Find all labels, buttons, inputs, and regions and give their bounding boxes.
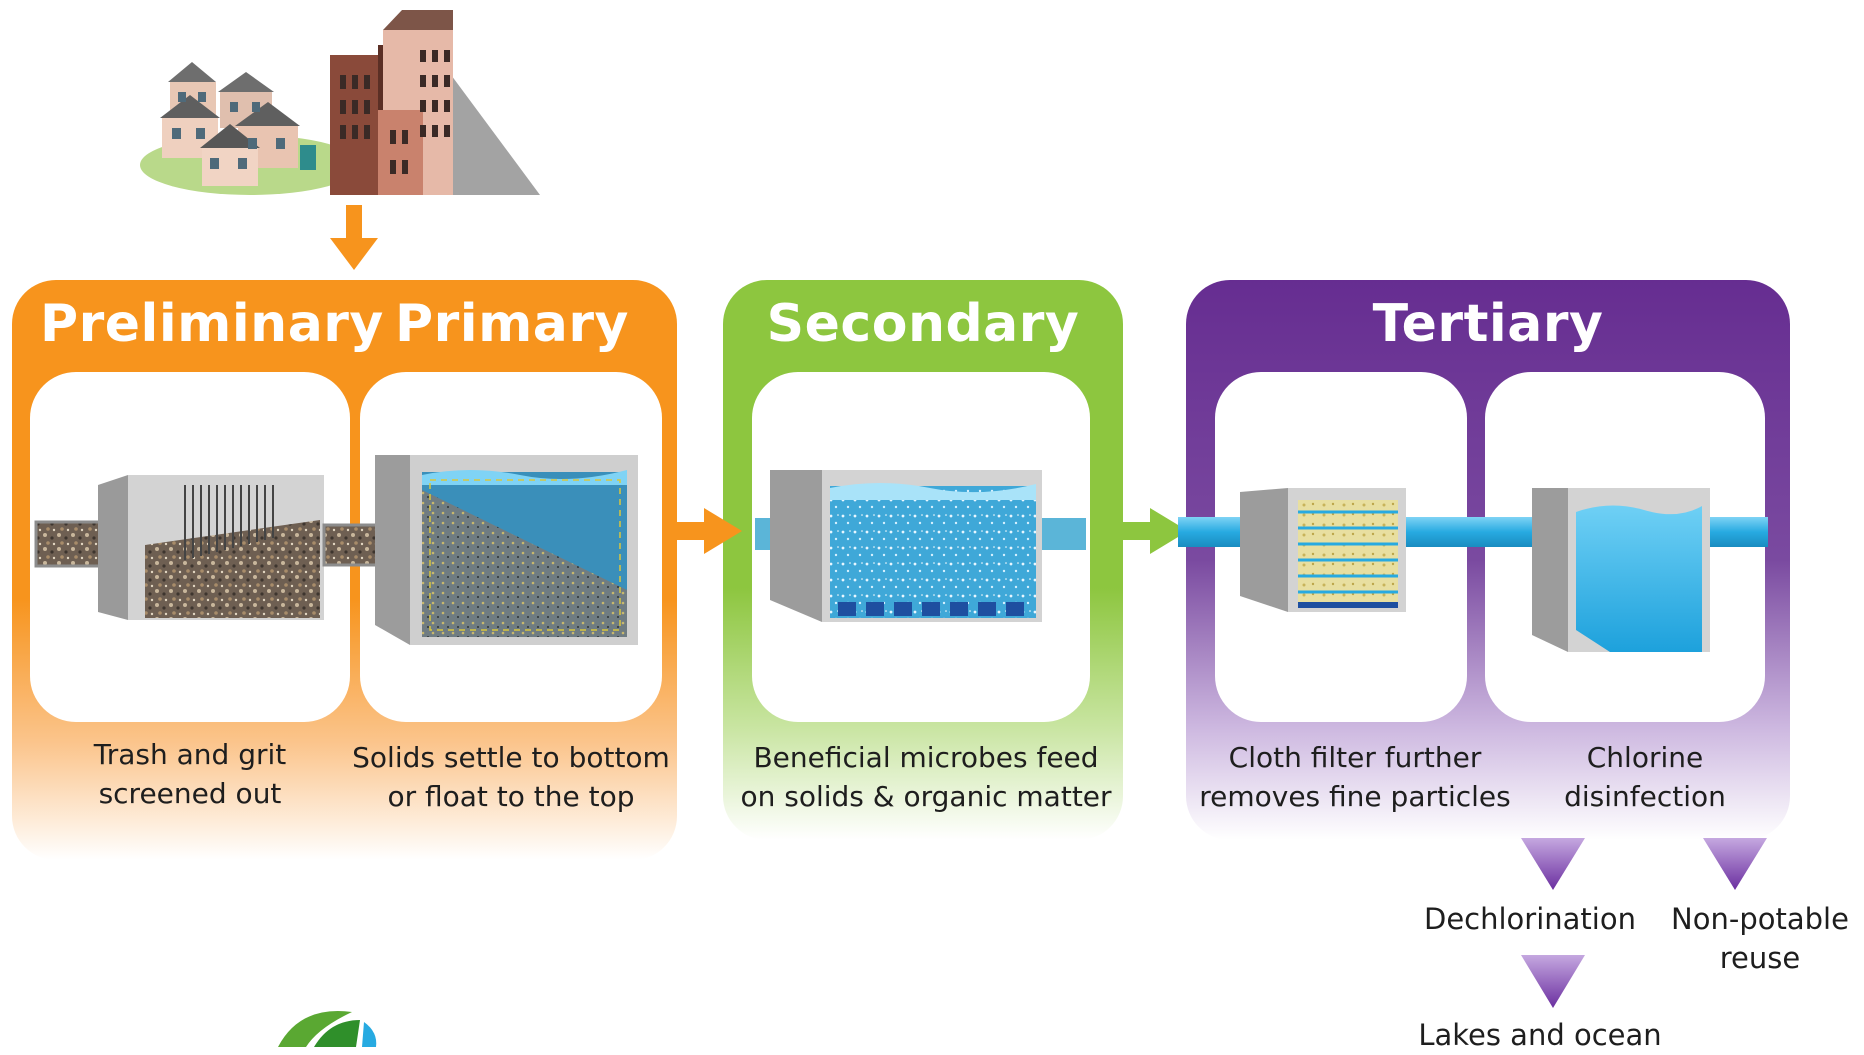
stage-title-secondary: Secondary: [766, 294, 1080, 354]
houses-and-buildings-icon: [140, 10, 540, 195]
chlorine-tank-icon: [1532, 488, 1710, 652]
logo-icon: [278, 1011, 377, 1047]
caption-line: Chlorine: [1586, 741, 1704, 774]
caption-line: removes fine particles: [1199, 780, 1511, 813]
stage-title-tertiary: Tertiary: [1372, 294, 1604, 354]
caption-line: Trash and grit: [93, 738, 287, 771]
aeration-tank-icon: [755, 470, 1086, 622]
caption-primary: Solids settle to bottom or float to the …: [340, 738, 682, 816]
output-dechlorination: Dechlorination: [1424, 902, 1636, 936]
caption-preliminary: Trash and grit screened out: [30, 735, 350, 813]
triangle-down-icon: [1521, 838, 1585, 890]
caption-line: screened out: [98, 777, 282, 810]
settling-tank-icon: [375, 455, 638, 645]
output-line: reuse: [1719, 941, 1801, 975]
cloth-filter-icon: [1240, 488, 1406, 612]
down-arrow-icon: [330, 205, 378, 270]
right-arrow-icon: [672, 508, 742, 554]
right-arrow-icon: [1118, 508, 1188, 554]
transfer-pipe: [1404, 517, 1554, 547]
caption-chlorine: Chlorine disinfection: [1530, 738, 1760, 816]
caption-line: Beneficial microbes feed: [753, 741, 1099, 774]
stage-title-preliminary: Preliminary: [40, 294, 384, 354]
caption-line: Cloth filter further: [1228, 741, 1482, 774]
output-non-potable-reuse: Non-potable reuse: [1660, 900, 1860, 978]
stage-title-primary: Primary: [395, 294, 629, 354]
triangle-down-icon: [1521, 955, 1585, 1008]
output-lakes-and-ocean: Lakes and ocean: [1418, 1018, 1662, 1052]
caption-line: on solids & organic matter: [740, 780, 1112, 813]
caption-line: or float to the top: [387, 780, 635, 813]
outlet-pipe: [1708, 517, 1768, 547]
output-line: Non-potable: [1671, 902, 1849, 936]
caption-cloth-filter: Cloth filter further removes fine partic…: [1190, 738, 1520, 816]
caption-line: disinfection: [1564, 780, 1726, 813]
caption-secondary: Beneficial microbes feed on solids & org…: [730, 738, 1122, 816]
caption-line: Solids settle to bottom: [352, 741, 670, 774]
triangle-down-icon: [1703, 838, 1767, 890]
